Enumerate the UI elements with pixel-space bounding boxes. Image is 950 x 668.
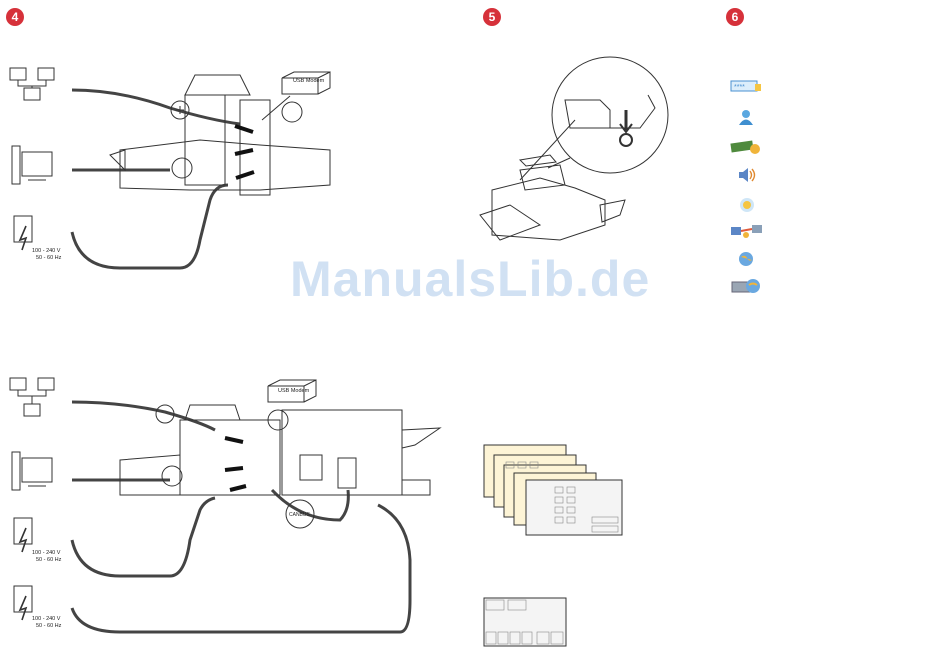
power-spec-label: 100 - 240 V — [32, 248, 60, 254]
volume-icon — [737, 166, 757, 184]
computer-icon-2 — [12, 452, 52, 490]
network-icon — [730, 223, 764, 239]
power-plug-icon-2 — [14, 518, 32, 552]
power-spec-label: 50 - 60 Hz — [36, 557, 61, 563]
computer-icon — [12, 146, 52, 184]
system-icon — [730, 276, 762, 296]
power-spec-label: 50 - 60 Hz — [36, 623, 61, 629]
power-plug-icon — [14, 216, 32, 250]
power-spec-label: 50 - 60 Hz — [36, 255, 61, 261]
brightness-icon — [739, 197, 755, 213]
usb-modem-label: USB Modem — [293, 78, 324, 84]
watermark: ManualsLib.de — [290, 250, 650, 308]
user-icon — [737, 108, 755, 126]
svg-text:****: **** — [734, 84, 745, 91]
money-icon — [730, 139, 762, 155]
network-computers-icon-2 — [10, 378, 54, 416]
power-spec-label: 100 - 240 V — [32, 616, 60, 622]
globe-icon — [737, 250, 755, 268]
network-computers-icon — [10, 68, 54, 100]
usb-modem-label: USB Modem — [278, 388, 309, 394]
power-plug-icon-3 — [14, 586, 32, 620]
power-spec-label: 100 - 240 V — [32, 550, 60, 556]
canbus-label: CANBUS — [289, 512, 310, 518]
password-icon: **** — [730, 78, 762, 94]
